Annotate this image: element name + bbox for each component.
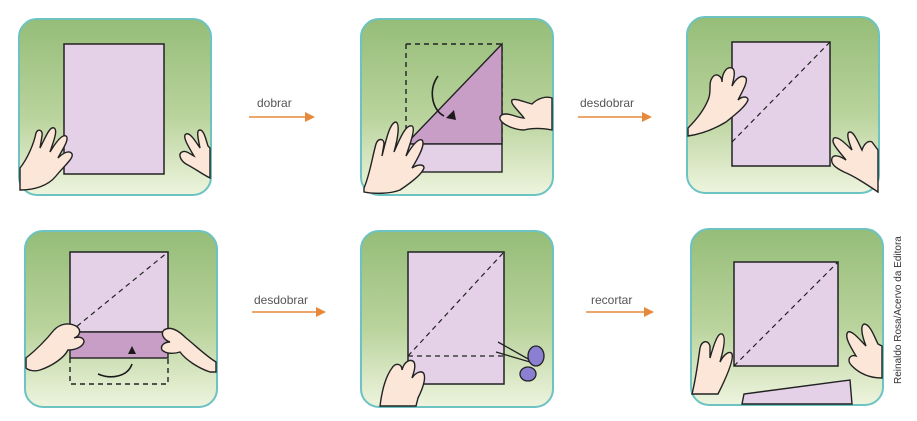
diagonal-crease [733, 261, 839, 367]
image-credit: Reinaldo Rosa/Acervo da Editora [893, 236, 904, 384]
panel-step-2 [360, 18, 554, 196]
arrow-icon [578, 112, 652, 122]
diagonal-crease [69, 251, 169, 333]
panel-step-6 [690, 228, 884, 406]
left-hand-icon [19, 127, 73, 191]
right-hand-icon [499, 96, 553, 131]
step-label-unfold-2: desdobrar [254, 293, 309, 307]
panel-step-3 [686, 16, 880, 194]
hand-icon [379, 359, 426, 407]
panel-step-5 [360, 230, 554, 408]
step-label-fold: dobrar [257, 96, 292, 110]
fold-direction-arrow [431, 75, 445, 117]
left-hand-icon [25, 323, 85, 372]
right-hand-icon [179, 129, 211, 180]
fold-marker-icon [128, 346, 136, 354]
panel-step-1 [18, 18, 212, 196]
step-label-unfold-1: desdobrar [580, 96, 635, 110]
arrow-icon [586, 307, 654, 317]
paper-sheet [63, 43, 165, 175]
left-hand-icon [363, 121, 425, 195]
dashed-original-outline [69, 358, 169, 385]
paper-sheet [731, 41, 831, 167]
paper-sheet [407, 251, 505, 385]
fold-direction-arrow [97, 363, 133, 378]
fold-marker-icon [446, 110, 456, 120]
diagonal-crease [407, 251, 505, 357]
scissors-icon [495, 341, 545, 382]
arrow-icon [252, 307, 326, 317]
right-hand-icon [160, 327, 217, 373]
arrow-icon [249, 112, 315, 122]
folded-strip [69, 331, 169, 359]
left-hand-icon [691, 333, 733, 395]
panel-step-4 [24, 230, 218, 408]
left-hand-icon [687, 67, 749, 137]
right-hand-icon [846, 323, 883, 379]
right-hand-icon [830, 131, 879, 194]
step-label-cut: recortar [591, 293, 633, 307]
paper-strip [741, 379, 853, 405]
